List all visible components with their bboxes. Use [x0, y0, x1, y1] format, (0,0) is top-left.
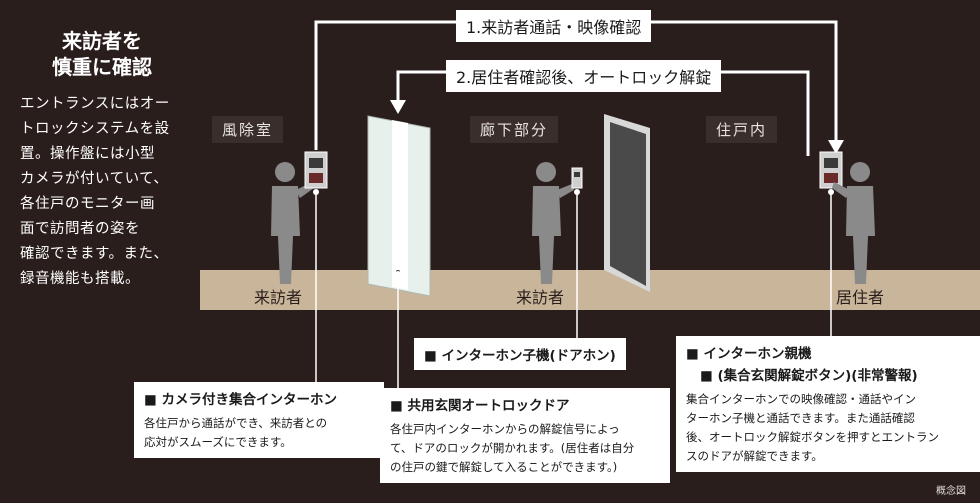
flow-label-1: 1.来訪者通話・映像確認 [456, 10, 652, 42]
intro-line: 面で訪問者の姿を [20, 221, 140, 237]
intro-line: カメラが付いていて、 [20, 171, 169, 187]
floor-strip [200, 270, 980, 310]
auto-lock-door-body-line: の住戸の鍵で解錠して入ることができます。) [390, 460, 618, 474]
title-line-2: 慎重に確認 [52, 55, 152, 79]
flow-arrow-2-head [390, 100, 406, 114]
auto-lock-door-title: 共用玄関オートロックドア [390, 394, 660, 414]
door-phone-title: インターホン子機(ドアホン) [424, 344, 615, 364]
master-intercom-title: インターホン親機 [686, 342, 970, 362]
resident-figure [832, 162, 875, 284]
intro-line: エントランスにはオー [20, 96, 170, 112]
master-intercom-body-line: ターホン子機と通話できます。また通話確認 [686, 411, 915, 425]
camera-intercom-callout: カメラ付き集合インターホン 各住戸から通話ができ、来訪者との 応対がスムーズにで… [134, 382, 384, 458]
zone-label-vestibule: 風除室 [212, 116, 284, 143]
auto-lock-door-callout: 共用玄関オートロックドア 各住戸内インターホンからの解錠信号によっ て、ドアのロ… [380, 388, 670, 483]
camera-intercom-body-line: 各住戸から通話ができ、来訪者との [144, 416, 328, 430]
concept-note: 概念図 [936, 486, 966, 497]
title-line-1: 来訪者を [62, 29, 142, 53]
floor-label-visitor-left: 来訪者 [254, 288, 303, 307]
auto-lock-door [367, 115, 431, 297]
door-phone-callout: インターホン子機(ドアホン) [414, 338, 626, 370]
master-intercom-body-line: 集合インターホンでの映像確認・通話やイン [686, 392, 916, 406]
flow-label-2: 2.居住者確認後、オートロック解錠 [446, 60, 722, 92]
master-intercom-callout: インターホン親機 (集合玄関解錠ボタン)(非常警報) 集合インターホンでの映像確… [676, 336, 980, 472]
door-phone-unit [571, 167, 583, 189]
master-intercom-body-line: スのドアが解錠できます。 [686, 449, 823, 463]
master-intercom-subtitle: (集合玄関解錠ボタン)(非常警報) [686, 364, 970, 384]
intro-line: 録音機能も搭載。 [20, 271, 140, 287]
auto-lock-door-body: 各住戸内インターホンからの解錠信号によっ て、ドアのロックが開かれます。(居住者… [390, 420, 660, 477]
floor-label-resident: 居住者 [836, 288, 885, 307]
flow-arrow-1-head [828, 140, 844, 154]
intro-line: 各住戸のモニター画 [20, 196, 155, 212]
zone-label-unit: 住戸内 [706, 116, 778, 143]
camera-intercom-body: 各住戸から通話ができ、来訪者との 応対がスムーズにできます。 [144, 414, 374, 452]
zone-label-corridor: 廊下部分 [470, 116, 559, 143]
master-intercom-body: 集合インターホンでの映像確認・通話やイン ターホン子機と通話できます。また通話確… [686, 390, 970, 466]
intro-line: 置。操作盤には小型 [20, 146, 155, 162]
intro-text: エントランスにはオー トロックシステムを設 置。操作盤には小型 カメラが付いてい… [20, 92, 190, 292]
floor-label-visitor-middle: 来訪者 [516, 288, 565, 307]
page-title: 来訪者を 慎重に確認 [22, 28, 182, 80]
intro-line: 確認できます。また、 [20, 246, 169, 262]
unit-entrance-door [604, 114, 650, 292]
auto-lock-door-body-line: て、ドアのロックが開かれます。(居住者は自分 [390, 441, 635, 455]
camera-intercom-title: カメラ付き集合インターホン [144, 388, 374, 408]
master-intercom-body-line: 後、オートロック解錠ボタンを押すとエントラン [686, 430, 939, 444]
visitor-figure-middle [532, 162, 574, 284]
intro-line: トロックシステムを設 [20, 121, 170, 137]
camera-intercom-body-line: 応対がスムーズにできます。 [144, 435, 292, 449]
auto-lock-door-body-line: 各住戸内インターホンからの解錠信号によっ [390, 422, 620, 436]
